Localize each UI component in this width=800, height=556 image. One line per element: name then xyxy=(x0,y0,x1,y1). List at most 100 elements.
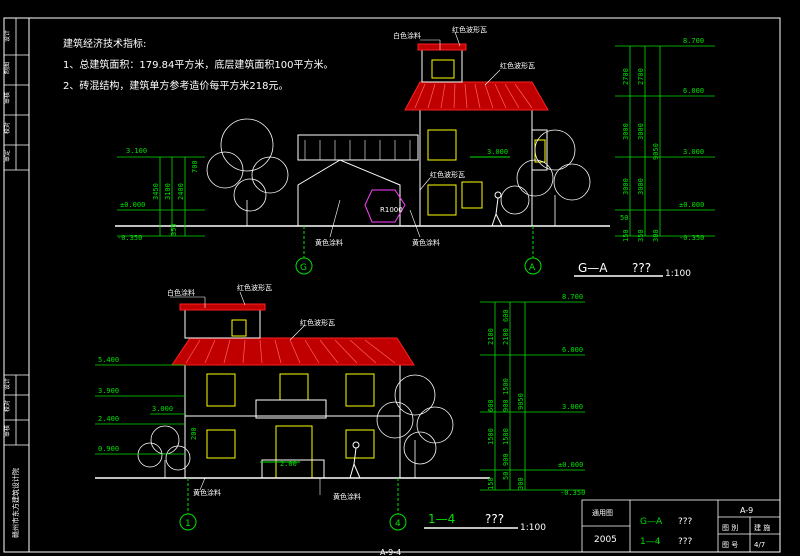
upper-right-level-5: -0.350 xyxy=(679,234,704,242)
upper-elevation: 白色涂料 红色波形瓦 红色波形瓦 红色波形瓦 黄色涂料 黄色涂料 R1000 3… xyxy=(115,25,715,279)
upper-right-dim-7: 9050 xyxy=(652,143,660,160)
upper-label-yellow-paint: 黄色涂料 xyxy=(315,238,343,247)
lower-right-dim-6: 600 xyxy=(487,399,495,412)
upper-left-wing xyxy=(297,159,401,226)
lower-label-yellow-paint-b: 黄色涂料 xyxy=(333,492,361,501)
round-window-feature xyxy=(364,189,406,223)
lower-view-qq: ??? xyxy=(485,512,504,526)
upper-tower-window xyxy=(431,59,455,79)
lower-right-dim-10: 9050 xyxy=(517,393,525,410)
lower-tree-left xyxy=(137,425,191,478)
upper-right-dim-1: 2700 xyxy=(622,68,630,85)
lower-roof-tiles xyxy=(185,339,396,364)
upper-right-dim-3: 3000 xyxy=(622,123,630,140)
upper-window-2 xyxy=(427,184,457,216)
lower-scale: 1:100 xyxy=(520,523,546,533)
upper-leaders xyxy=(329,31,501,238)
lower-left-level-5: 0.900 xyxy=(98,445,119,453)
upper-right-level-2: 6.000 xyxy=(683,87,704,95)
upper-view-title: G—A xyxy=(578,261,608,275)
sidebar-cell-5: 审定 xyxy=(3,150,11,162)
notes-line-1: 1、总建筑面积：179.84平方米，底层建筑面积100平方米。 xyxy=(63,58,333,71)
lower-mid-dim: 200 xyxy=(190,427,198,440)
upper-view-qq: ??? xyxy=(632,261,651,275)
upper-axis-right: A xyxy=(529,263,536,273)
upper-axis-left: G xyxy=(300,263,307,273)
lower-right-dim-13: 300 xyxy=(517,477,525,490)
tb-year: 2005 xyxy=(594,535,617,545)
upper-right-dim-2: 2700 xyxy=(637,68,645,85)
tb-drawing-type: 通用图 xyxy=(592,508,613,517)
lower-label-red-tile-a: 红色波形瓦 xyxy=(237,283,272,292)
upper-left-level-2: ±0.000 xyxy=(120,201,145,209)
upper-label-red-tile-c: 红色波形瓦 xyxy=(430,170,465,179)
upper-left-dim-2: 3100 xyxy=(164,183,172,200)
upper-side-wall xyxy=(531,129,548,171)
lower-mid-level: 2.00 xyxy=(280,460,297,468)
upper-tower-roof xyxy=(417,43,467,51)
lower-right-dim-4: 1500 xyxy=(502,378,510,395)
lower-label-yellow-paint-a: 黄色涂料 xyxy=(193,488,221,497)
lower-right-dim-9: 900 xyxy=(502,453,510,466)
upper-scale: 1:100 xyxy=(665,269,691,279)
sidebar-cell-3: 审核 xyxy=(3,92,11,104)
upper-left-dim-1: 3450 xyxy=(152,183,160,200)
upper-axis-markers xyxy=(295,226,542,275)
lower-right-dim-2: 2100 xyxy=(502,328,510,345)
lower-window-g3 xyxy=(345,429,375,459)
upper-pergola xyxy=(297,134,419,161)
tb-item2-q: ??? xyxy=(678,537,693,547)
lower-balcony xyxy=(255,399,327,419)
lower-right-dim-12: 50 xyxy=(502,472,510,480)
lower-right-level-1: 8.700 xyxy=(562,293,583,301)
lower-right-level-4: ±0.000 xyxy=(558,461,583,469)
tb-row3-b: 4/7 xyxy=(754,541,765,549)
upper-right-level-1: 8.700 xyxy=(683,37,704,45)
upper-left-level-3: -0.350 xyxy=(117,234,142,242)
sidebar-cell-4: 校对 xyxy=(3,122,11,134)
lower-right-level-3: 3.000 xyxy=(562,403,583,411)
tb-item1-q: ??? xyxy=(678,517,693,527)
notes-title: 建筑经济技术指标: xyxy=(63,37,146,50)
upper-window-4 xyxy=(461,181,483,209)
lower-steps xyxy=(261,459,325,479)
lower-window-u3 xyxy=(345,373,375,407)
lower-door xyxy=(275,425,313,479)
upper-left-dim-3: 2400 xyxy=(177,183,185,200)
lower-right-level-2: 6.000 xyxy=(562,346,583,354)
title-block xyxy=(581,499,781,553)
sidebar-top-texts: 设计 制图 审核 校对 审定 设计 校对 审核 xyxy=(3,30,11,437)
upper-label-red-tile-a: 红色波形瓦 xyxy=(452,25,487,34)
lower-axis-markers xyxy=(179,478,407,531)
upper-right-level-3: 3.000 xyxy=(683,148,704,156)
upper-main-block xyxy=(419,109,533,227)
tb-code: A-9 xyxy=(740,506,753,515)
upper-mid-level: 3.000 xyxy=(487,148,508,156)
upper-right-dim-5: 3000 xyxy=(622,178,630,195)
upper-right-dim-9: 150 xyxy=(622,229,630,242)
lower-roof xyxy=(171,337,415,366)
lower-view-title: 1—4 xyxy=(428,512,455,526)
sidebar-company: 赣州市东方建筑设计院 xyxy=(11,468,20,538)
lower-person xyxy=(349,441,361,479)
upper-tower xyxy=(421,49,463,83)
lower-right-level-5: -0.350 xyxy=(560,489,585,497)
upper-left-dim-4: 700 xyxy=(191,160,199,173)
inner-frame xyxy=(28,17,781,553)
lower-right-dim-8: 1500 xyxy=(487,428,495,445)
sidebar-mid-2: 校对 xyxy=(3,400,11,412)
pergola-slats xyxy=(304,140,411,160)
upper-roof xyxy=(404,81,549,111)
sidebar-mid-3: 审核 xyxy=(3,425,11,437)
upper-right-dim-6: 3000 xyxy=(637,178,645,195)
upper-tree-right xyxy=(500,129,591,226)
notes-line-2: 2、砖混结构，建筑单方参考造价每平方米218元。 xyxy=(63,79,288,92)
upper-label-red-tile-b: 红色波形瓦 xyxy=(500,61,535,70)
lower-window-u1 xyxy=(206,373,236,407)
lower-label-red-tile-b: 红色波形瓦 xyxy=(300,318,335,327)
lower-label-white-paint: 白色涂料 xyxy=(167,288,195,297)
upper-left-level-lines xyxy=(117,156,205,237)
lower-tower-window xyxy=(231,319,247,337)
